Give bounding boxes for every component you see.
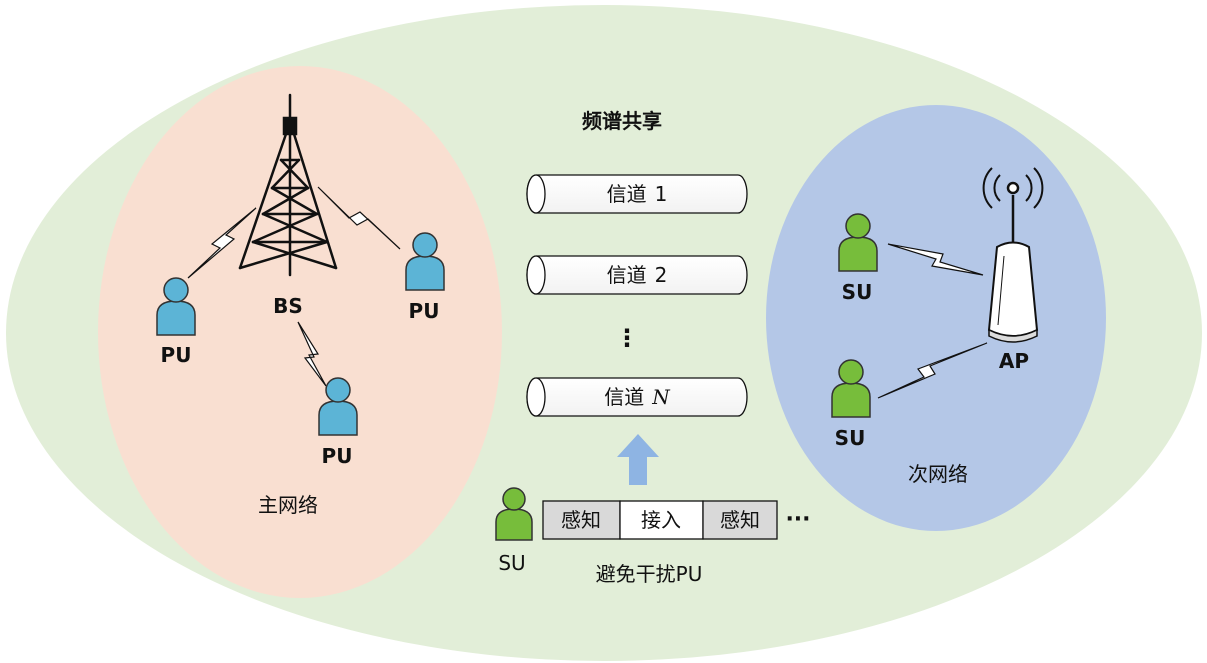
bs-label: BS xyxy=(273,294,303,318)
ap-label: AP xyxy=(999,349,1029,373)
timeline-more: ··· xyxy=(785,507,810,532)
primary-network-region xyxy=(98,66,502,598)
timeline-slot-label: 感知 xyxy=(720,508,760,532)
timeline-slot-access xyxy=(619,500,704,540)
timeline-slot-label: 接入 xyxy=(641,508,681,532)
cell-tower-icon xyxy=(238,93,338,277)
svg-text:信道2: 信道 2 xyxy=(607,263,668,287)
timeline-slot-sense xyxy=(542,500,621,540)
pu-label: PU xyxy=(161,343,192,367)
primary-user-icon xyxy=(156,277,196,336)
channel-label: 信道 xyxy=(604,385,644,409)
channel-index: 2 xyxy=(655,263,668,287)
timeline-slot-sense xyxy=(702,500,778,540)
secondary-network-region xyxy=(766,105,1106,531)
primary-network-label: 主网络 xyxy=(258,493,318,517)
diagram-title: 频谱共享 xyxy=(582,109,662,133)
channel-index: 1 xyxy=(655,182,668,206)
channel-ellipsis: ⋮ xyxy=(615,324,639,352)
timeline-caption: 避免干扰PU xyxy=(596,562,703,586)
up-arrow-icon xyxy=(617,434,659,485)
wireless-link-icon xyxy=(187,207,257,279)
pu-label: PU xyxy=(409,299,440,323)
pu-label: PU xyxy=(322,444,353,468)
su-label: SU xyxy=(835,426,866,450)
secondary-user-icon xyxy=(831,359,871,418)
su-label: SU xyxy=(842,280,873,304)
primary-user-icon xyxy=(318,377,358,436)
channel-pipe: 信道 N xyxy=(526,377,748,417)
svg-text:信道1: 信道 1 xyxy=(607,182,668,206)
wireless-link-icon xyxy=(317,186,401,250)
timeline-slot-label: 感知 xyxy=(561,508,601,532)
channel-label: 信道 xyxy=(607,182,647,206)
channel-pipe: 信道 2 xyxy=(526,255,748,295)
channel-pipe: 信道 1 xyxy=(526,174,748,214)
wireless-link-icon xyxy=(877,342,988,399)
svg-text:信道N: 信道 N xyxy=(604,385,671,409)
wifi-router-icon xyxy=(982,167,1044,343)
timeline-su-label: SU xyxy=(498,551,525,575)
secondary-user-icon xyxy=(838,213,878,272)
channel-index: N xyxy=(651,385,671,409)
primary-user-icon xyxy=(405,232,445,291)
wireless-link-icon xyxy=(887,243,984,276)
secondary-user-icon xyxy=(495,487,533,541)
channel-label: 信道 xyxy=(607,263,647,287)
secondary-network-label: 次网络 xyxy=(908,462,968,486)
